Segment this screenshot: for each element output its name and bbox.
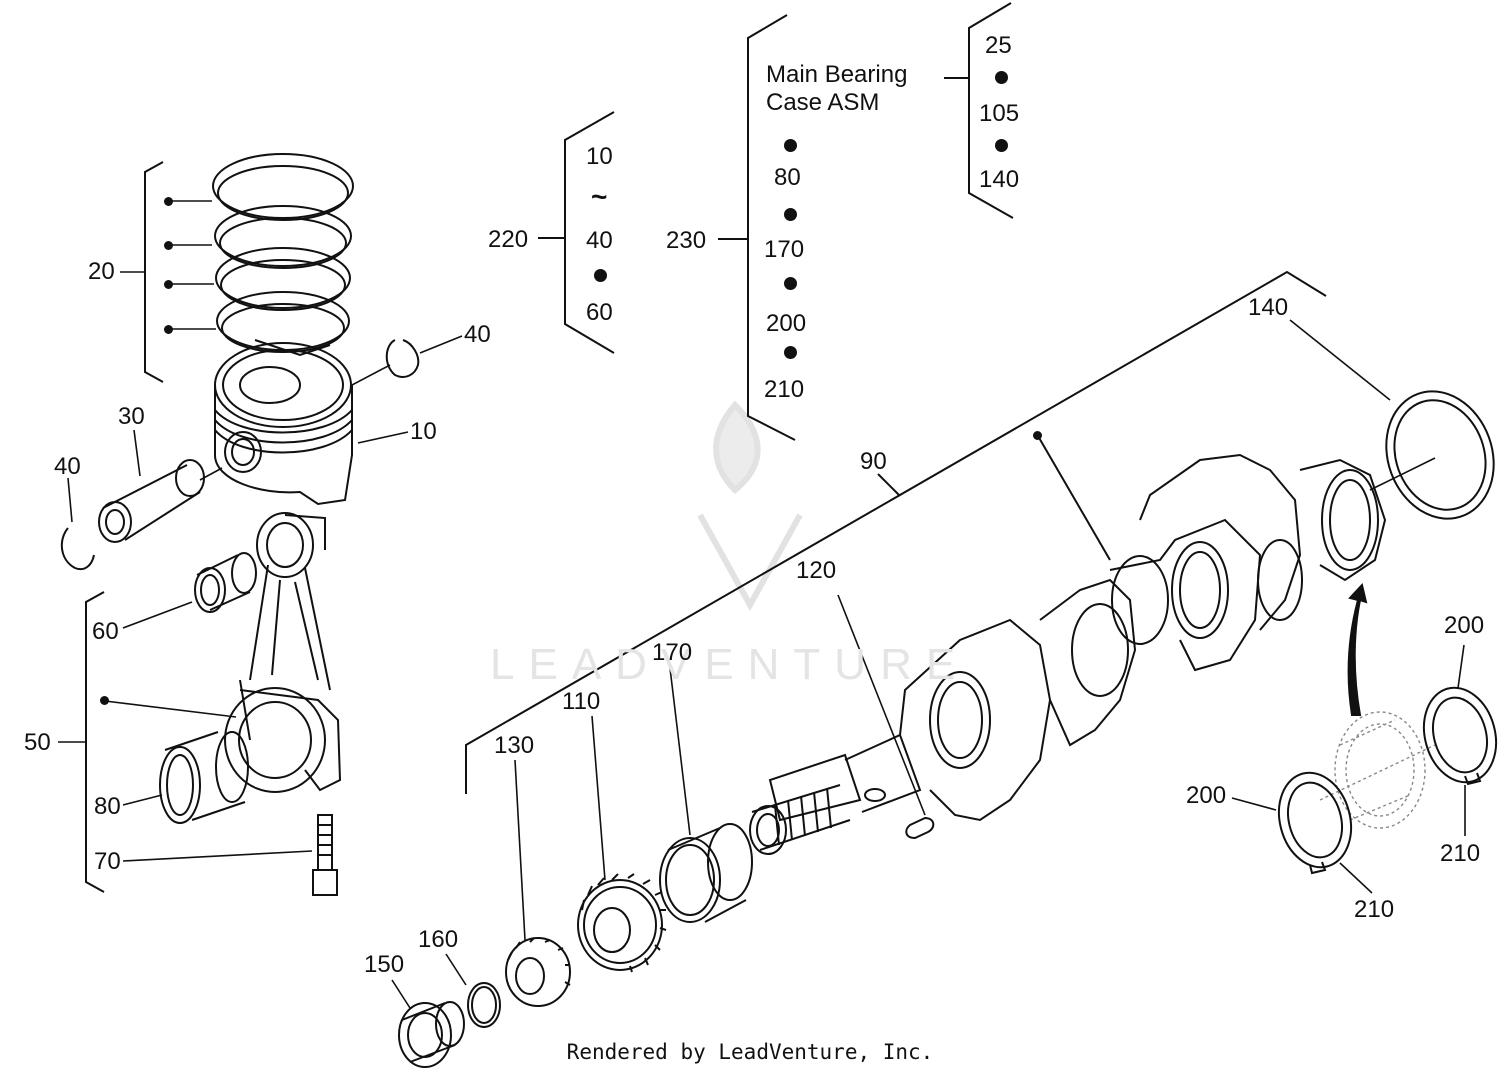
watermark-text: LEADVENTURE [490, 640, 970, 689]
bushing-150 [391, 979, 465, 1068]
gear-130 [505, 759, 571, 1007]
main-bearing-case [1319, 711, 1436, 829]
main-bearing-item: 25 [985, 32, 1012, 59]
piston [214, 339, 353, 506]
assembly-title: Main Bearing Case ASM [766, 61, 908, 116]
connecting-rod [224, 512, 342, 793]
callout-140: 140 [1248, 294, 1289, 321]
group-220-range: ~ [591, 181, 608, 212]
callout-30: 30 [118, 403, 145, 430]
callout-50: 50 [24, 729, 51, 756]
woodruff-key [837, 594, 935, 840]
group-220-item: 10 [586, 143, 613, 170]
callout-160: 160 [418, 926, 459, 953]
group-220-item: 40 [586, 227, 613, 254]
group-230-dot [784, 139, 797, 152]
callout-40-left: 40 [54, 453, 81, 480]
callout-150: 150 [364, 951, 405, 978]
thrust-arrow-icon [1347, 582, 1368, 716]
circlips [60, 339, 420, 571]
crank-gear-bushing-170 [659, 667, 753, 923]
bracket-90 [465, 270, 1327, 794]
callout-170: 170 [652, 639, 693, 666]
crank-gear-110 [577, 715, 667, 973]
snap-ring-160 [445, 953, 501, 1028]
bracket-20 [144, 161, 164, 383]
group-230-dot [784, 208, 797, 221]
small-end-bushing [194, 552, 257, 613]
callout-110: 110 [562, 688, 601, 715]
thrust-washer-200-left [1231, 771, 1373, 894]
watermark-logo-icon [697, 400, 803, 612]
piston-leader-lines [58, 200, 463, 862]
callout-120: 120 [796, 557, 837, 584]
main-bearing-dot [995, 71, 1008, 84]
callout-210-right: 210 [1440, 840, 1481, 867]
group-230-item: 80 [774, 164, 801, 191]
group-220-item: 60 [586, 299, 613, 326]
callout-200-left: 200 [1186, 782, 1227, 809]
callout-130: 130 [494, 732, 535, 759]
crankshaft [749, 453, 1387, 855]
bracket-main-bearing [968, 2, 1014, 219]
group-230-item: 210 [764, 376, 805, 403]
callout-60: 60 [92, 618, 119, 645]
callout-10: 10 [410, 418, 437, 445]
callout-90: 90 [860, 448, 887, 475]
callout-200-right: 200 [1444, 612, 1485, 639]
ring-dot [164, 241, 173, 250]
bracket-220 [564, 111, 615, 354]
leader-90 [877, 473, 901, 497]
main-bearing-item: 105 [979, 100, 1020, 127]
callout-210-left: 210 [1354, 896, 1395, 923]
callout-40-right: 40 [464, 321, 491, 348]
callout-220: 220 [488, 226, 529, 253]
big-end-bearing [159, 731, 249, 824]
footer-credit: Rendered by LeadVenture, Inc. [566, 1040, 934, 1064]
bracket-230 [747, 14, 796, 441]
main-bearing-140 [1289, 319, 1495, 520]
group-220-dot [594, 269, 607, 282]
ring-dot [164, 197, 173, 206]
main-bearing-dot [995, 139, 1008, 152]
main-bearing-item: 140 [979, 166, 1020, 193]
callout-230: 230 [666, 227, 707, 254]
group-230-item: 200 [766, 310, 807, 337]
crank-dot [1033, 431, 1042, 440]
group-230-dot [784, 277, 797, 290]
group-230-item: 170 [764, 236, 805, 263]
rod-bolt [312, 814, 338, 896]
rod-dot [100, 696, 109, 705]
callout-20: 20 [88, 258, 115, 285]
callout-70: 70 [94, 848, 121, 875]
ring-dot [164, 280, 173, 289]
piston-rings [212, 153, 354, 353]
ring-dot [164, 325, 173, 334]
group-230-dot [784, 346, 797, 359]
leader-crank-dot [1037, 435, 1111, 561]
piston-pin [98, 459, 205, 543]
thrust-washer-200-right [1422, 644, 1498, 836]
callout-80: 80 [94, 793, 121, 820]
